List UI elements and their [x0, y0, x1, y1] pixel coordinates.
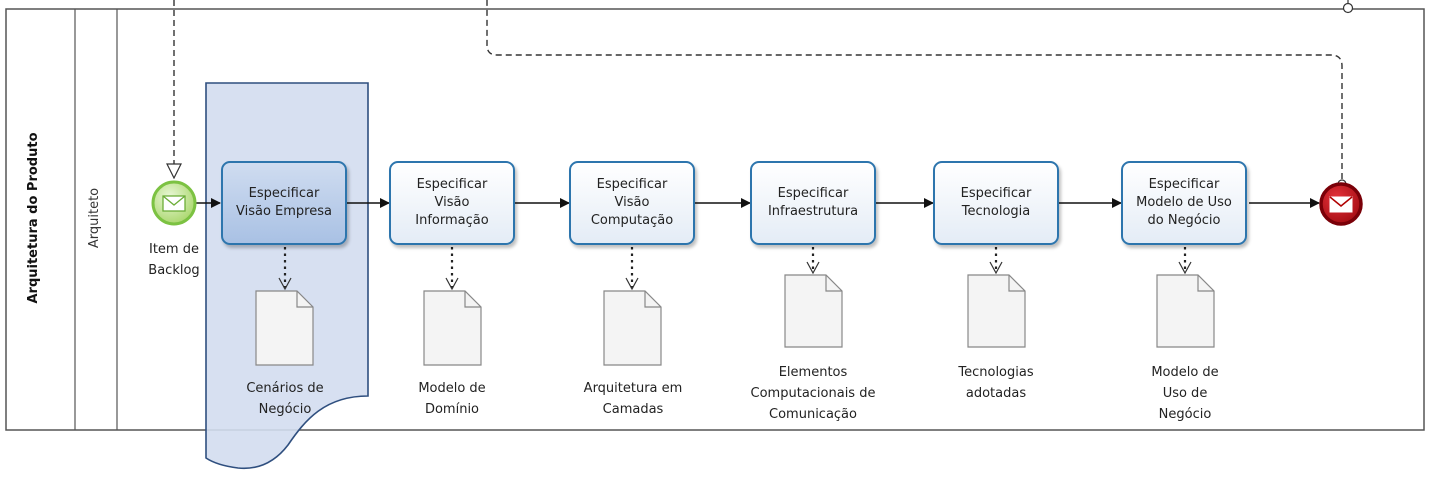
- task-specify-enterprise-view[interactable]: Especificar Visão Empresa: [221, 161, 347, 245]
- outgoing-flow-top-marker: [1342, 2, 1354, 14]
- artifact-label-business-scenarios: Cenários de Negócio: [246, 381, 324, 417]
- artifact-label-domain-model: Modelo de Domínio: [418, 381, 486, 417]
- data-object-icon[interactable]: [255, 290, 314, 366]
- envelope-icon: [1329, 196, 1353, 213]
- end-message-event[interactable]: [1319, 182, 1363, 226]
- data-object-icon[interactable]: [603, 290, 662, 366]
- task-specify-business-use-model[interactable]: Especificar Modelo de Uso do Negócio: [1121, 161, 1247, 245]
- start-message-event[interactable]: [151, 180, 197, 226]
- artifact-label-layered-architecture: Arquitetura em Camadas: [583, 381, 683, 417]
- lane-label: Arquiteto: [87, 187, 102, 249]
- start-event-label: Item de Backlog: [148, 242, 200, 278]
- data-object-icon[interactable]: [1156, 274, 1215, 348]
- artifact-label-adopted-technologies: Tecnologias adotadas: [958, 365, 1034, 401]
- task-specify-computation-view[interactable]: Especificar Visão Computação: [569, 161, 695, 245]
- data-object-icon[interactable]: [784, 274, 843, 348]
- artifact-label-communication-elements: Elementos Computacionais de Comunicação: [750, 365, 876, 422]
- task-specify-technology[interactable]: Especificar Tecnologia: [933, 161, 1059, 245]
- task-specify-information-view[interactable]: Especificar Visão Informação: [389, 161, 515, 245]
- pool-label: Arquitetura do Produto: [26, 132, 41, 304]
- envelope-icon: [162, 195, 186, 212]
- artifact-label-business-use-model: Modelo de Uso de Negócio: [1151, 365, 1219, 422]
- task-specify-infrastructure[interactable]: Especificar Infraestrutura: [750, 161, 876, 245]
- data-object-icon[interactable]: [423, 290, 482, 366]
- data-object-icon[interactable]: [967, 274, 1026, 348]
